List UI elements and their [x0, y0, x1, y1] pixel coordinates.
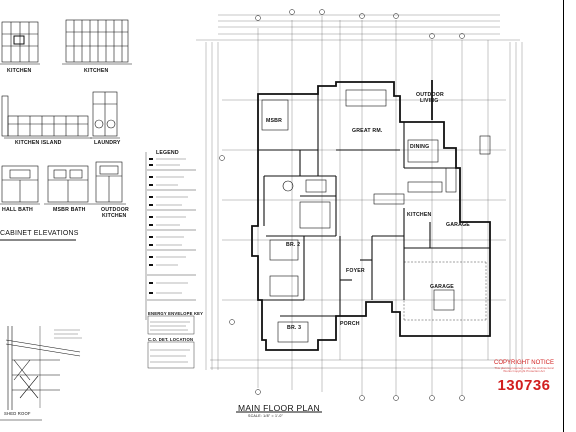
detail-title-kitchen-1: KITCHEN	[7, 68, 32, 74]
detail-title-kitchen-2: KITCHEN	[84, 68, 109, 74]
room-label-great-rm: GREAT RM.	[352, 128, 383, 134]
room-label-garage-1: GARAGE	[446, 222, 470, 228]
copyright-stamp: COPYRIGHT NOTICE This plan is protected …	[492, 360, 556, 394]
detail-title-kitchen-island: KITCHEN ISLAND	[15, 140, 62, 146]
garage-door-dashed	[403, 261, 487, 321]
detail-title-cabinet-elevations: CABINET ELEVATIONS	[0, 230, 79, 237]
outdoor-kitchen-elevation	[92, 161, 126, 205]
room-label-br3: BR. 3	[287, 325, 302, 331]
room-label-living: LIVING	[420, 98, 439, 104]
energy-envelope-title: ENERGY ENVELOPE KEY	[148, 311, 204, 316]
detail-title-outdoor-kitchen-1: OUTDOOR	[101, 207, 129, 213]
legend-table	[145, 152, 196, 369]
room-label-porch: PORCH	[340, 321, 360, 327]
dimension-grid	[196, 14, 523, 395]
plan-scale: SCALE: 1/8" = 1'-0"	[248, 414, 284, 418]
legend-text-lines	[150, 158, 190, 363]
laundry-elevation	[90, 91, 120, 139]
kitchen-island-elevation	[1, 95, 92, 139]
legend-symbols	[149, 158, 153, 294]
legend-title: LEGEND	[156, 150, 179, 156]
kitchen-elevation-2	[62, 19, 132, 65]
co-det-location-title: C.O. DET. LOCATION	[148, 337, 194, 342]
detail-title-msbr-bath: MSBR BATH	[53, 207, 86, 213]
grid-bubbles	[219, 9, 465, 401]
detail-title-hall-bath: HALL BATH	[2, 207, 33, 213]
room-label-outdoor: OUTDOOR	[416, 92, 444, 98]
fixtures	[261, 89, 457, 343]
plan-title: MAIN FLOOR PLAN	[238, 403, 320, 413]
room-label-kitchen: KITCHEN	[407, 212, 432, 218]
msbr-bath-elevation	[44, 165, 92, 205]
hall-bath-elevation	[0, 165, 40, 205]
detail-title-shed-roof: SHED ROOF	[4, 411, 31, 416]
title-block	[563, 0, 576, 432]
plan-number: 130736	[497, 376, 551, 394]
room-label-dining: DINING	[410, 144, 430, 150]
room-label-msbr: MSBR	[266, 118, 283, 124]
shed-roof-section	[0, 326, 82, 421]
kitchen-elevation-1	[0, 21, 40, 65]
room-label-br2: BR. 2	[286, 242, 301, 248]
room-label-garage-2: GARAGE	[430, 284, 454, 290]
detail-title-outdoor-kitchen-2: KITCHEN	[102, 213, 127, 219]
copyright-subtitle: This plan is protected under the Archite…	[494, 366, 554, 374]
detail-title-laundry: LAUNDRY	[94, 140, 121, 146]
room-label-foyer: FOYER	[346, 268, 365, 274]
copyright-title: COPYRIGHT NOTICE	[494, 360, 554, 366]
